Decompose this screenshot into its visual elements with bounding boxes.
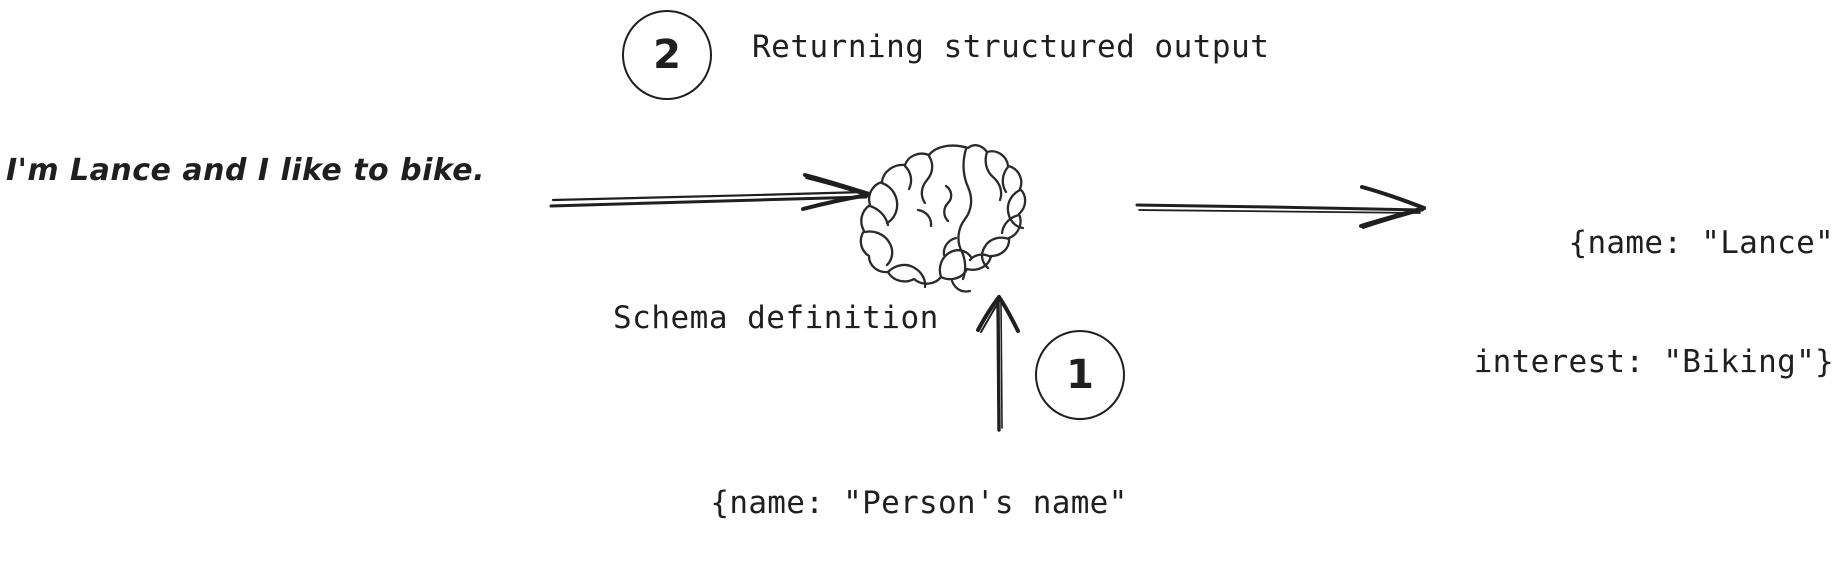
arrow-model-to-output (1135, 185, 1426, 229)
output-json-line-1: {name: "Lance" (1568, 225, 1834, 262)
step-2-label: Returning structured output (752, 29, 1270, 65)
schema-definition-label: Schema definition (613, 300, 939, 336)
step-badge-1: 1 (1035, 330, 1125, 420)
brain-illustration (859, 144, 1027, 293)
input-utterance-text: I'm Lance and I like to bike. (6, 153, 485, 188)
schema-json-line-1: {name: "Person's name" (710, 485, 1128, 522)
step-badge-2: 2 (622, 10, 712, 100)
arrow-input-to-model (549, 173, 871, 211)
schema-json-block: {name: "Person's name" interest: "Person… (0, 405, 1838, 566)
output-json-line-2: interest: "Biking"} (1473, 344, 1834, 381)
output-json-block: {name: "Lance" interest: "Biking"} (1474, 145, 1834, 462)
